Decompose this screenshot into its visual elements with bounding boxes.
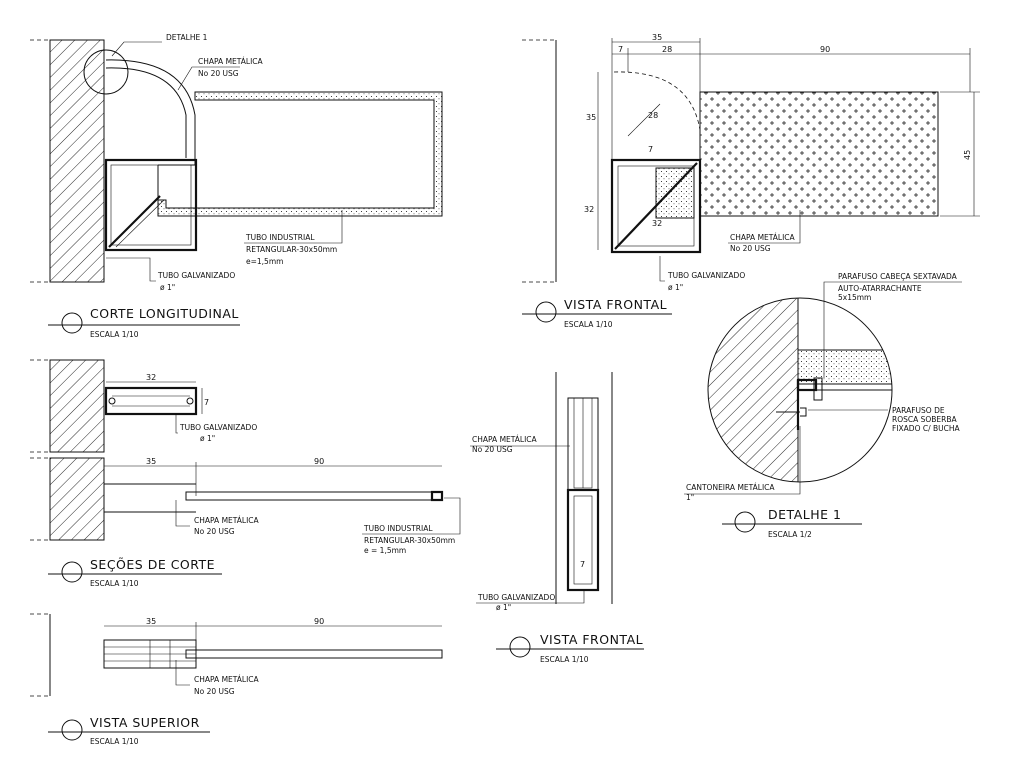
detalhe-callout-label: DETALHE 1 xyxy=(166,33,208,42)
dim-7-inner: 7 xyxy=(648,145,653,154)
tubo-galv-label: TUBO GALVANIZADO xyxy=(157,271,235,280)
tubo-galv-spec: ø 1" xyxy=(496,603,511,612)
dim-35: 35 xyxy=(652,33,662,42)
dim-45: 45 xyxy=(963,150,972,160)
dim-28-radius: 28 xyxy=(648,111,658,120)
view-scale: ESCALA 1/10 xyxy=(564,320,613,329)
dim-32-left: 32 xyxy=(584,205,594,214)
view-title: DETALHE 1 xyxy=(768,507,841,522)
chapa-spec: No 20 USG xyxy=(730,244,771,253)
title-marker xyxy=(509,636,531,658)
title-marker xyxy=(734,511,756,533)
title-marker xyxy=(535,301,557,323)
view-secoes-de-corte: 32 7 TUBO GALVANIZADO ø 1" 35 90 CHAPA M… xyxy=(30,359,461,588)
dim-90: 90 xyxy=(820,45,830,54)
parafuso-cabeca xyxy=(813,377,823,401)
dim-7: 7 xyxy=(204,398,209,407)
view-vista-superior: 35 90 CHAPA METÁLICA No 20 USG VISTA SUP… xyxy=(30,613,443,746)
wall-hatch xyxy=(49,359,105,453)
tubo-industrial-section xyxy=(157,91,443,217)
chapa-spec: No 20 USG xyxy=(194,687,235,696)
chapa-strip-top xyxy=(185,649,443,659)
chapa-spec: No 20 USG xyxy=(472,445,513,454)
view-corte-longitudinal: DETALHE 1 CHAPA METÁLICA No 20 USG TUBO … xyxy=(30,33,443,339)
view-scale: ESCALA 1/10 xyxy=(540,655,589,664)
view-vista-frontal-2: 7 CHAPA METÁLICA No 20 USG TUBO GALVANIZ… xyxy=(470,372,644,664)
view-vista-frontal-1: 35 7 28 90 45 35 32 28 7 32 CHAPA METÁLI… xyxy=(522,33,980,329)
cantoneira-spec: 1" xyxy=(686,493,694,502)
tubo-industrial-thickness: e=1,5mm xyxy=(246,257,283,266)
parafuso-rosca-label: PARAFUSO DE xyxy=(892,406,945,415)
tubo-galv-spec: ø 1" xyxy=(668,283,683,292)
chapa-outline-curve xyxy=(613,71,701,160)
tubo-industrial-thickness: e = 1,5mm xyxy=(364,546,406,555)
tubo-industrial-spec: RETANGULAR-30x50mm xyxy=(246,245,337,254)
tubo-galv-label: TUBO GALVANIZADO xyxy=(667,271,745,280)
wall-hatch xyxy=(49,39,105,283)
dim-90: 90 xyxy=(314,457,324,466)
chapa-label: CHAPA METÁLICA xyxy=(730,233,796,242)
dim-35: 35 xyxy=(146,457,156,466)
view-title: SEÇÕES DE CORTE xyxy=(90,557,215,572)
view-title: CORTE LONGITUDINAL xyxy=(90,306,239,321)
view-detalhe-1: PARAFUSO CABEÇA SEXTAVADA AUTO-ATARRACHA… xyxy=(684,272,962,539)
chapa-metalica-curve xyxy=(105,59,196,166)
chapa-label: CHAPA METÁLICA xyxy=(198,57,264,66)
tubo-galv-spec: ø 1" xyxy=(200,434,215,443)
tubo-galv-label: TUBO GALVANIZADO xyxy=(477,593,555,602)
parafuso-cabeca-size: 5x15mm xyxy=(838,293,871,302)
dim-7: 7 xyxy=(580,560,585,569)
dim-32: 32 xyxy=(146,373,156,382)
detalhe-callout-circle xyxy=(83,49,129,95)
tubo-industrial-spec: RETANGULAR-30x50mm xyxy=(364,536,455,545)
dim-90: 90 xyxy=(314,617,324,626)
cantoneira-label: CANTONEIRA METÁLICA xyxy=(686,483,775,492)
chapa-spec: No 20 USG xyxy=(198,69,239,78)
parafuso-rosca-fix: FIXADO C/ BUCHA xyxy=(892,424,961,433)
tubo-galvanizado-frame xyxy=(610,158,702,254)
view-title: VISTA FRONTAL xyxy=(564,297,667,312)
title-marker xyxy=(61,719,83,741)
tubo-industrial-label: TUBO INDUSTRIAL xyxy=(363,524,433,533)
chapa-strip xyxy=(185,491,443,501)
view-scale: ESCALA 1/2 xyxy=(768,530,812,539)
tubo-front-frame xyxy=(566,488,600,592)
chapa-metalica-face xyxy=(699,91,939,217)
view-title: VISTA FRONTAL xyxy=(540,632,643,647)
title-marker xyxy=(61,312,83,334)
dim-35: 35 xyxy=(146,617,156,626)
parafuso-rosca-spec: ROSCA SOBERBA xyxy=(892,415,958,424)
parafuso-cabeca-label: PARAFUSO CABEÇA SEXTAVADA xyxy=(838,272,958,281)
tubo-galv-spec: ø 1" xyxy=(160,283,175,292)
view-scale: ESCALA 1/10 xyxy=(90,737,139,746)
parafuso-cabeca-spec: AUTO-ATARRACHANTE xyxy=(838,284,922,293)
view-scale: ESCALA 1/10 xyxy=(90,330,139,339)
title-marker xyxy=(61,561,83,583)
tubo-galv-label: TUBO GALVANIZADO xyxy=(179,423,257,432)
dim-28: 28 xyxy=(662,45,672,54)
dim-35-left: 35 xyxy=(586,113,596,122)
dim-7: 7 xyxy=(618,45,623,54)
wall-hatch-2 xyxy=(49,457,105,541)
tubo-industrial-label: TUBO INDUSTRIAL xyxy=(245,233,315,242)
chapa-label: CHAPA METÁLICA xyxy=(194,516,260,525)
chapa-spec: No 20 USG xyxy=(194,527,235,536)
view-scale: ESCALA 1/10 xyxy=(90,579,139,588)
tubo-galvanizado-frame xyxy=(104,158,198,252)
tubo-section-top xyxy=(104,386,198,416)
dim-32-bottom: 32 xyxy=(652,219,662,228)
view-title: VISTA SUPERIOR xyxy=(90,715,200,730)
chapa-label: CHAPA METÁLICA xyxy=(194,675,260,684)
chapa-label: CHAPA METÁLICA xyxy=(472,435,538,444)
